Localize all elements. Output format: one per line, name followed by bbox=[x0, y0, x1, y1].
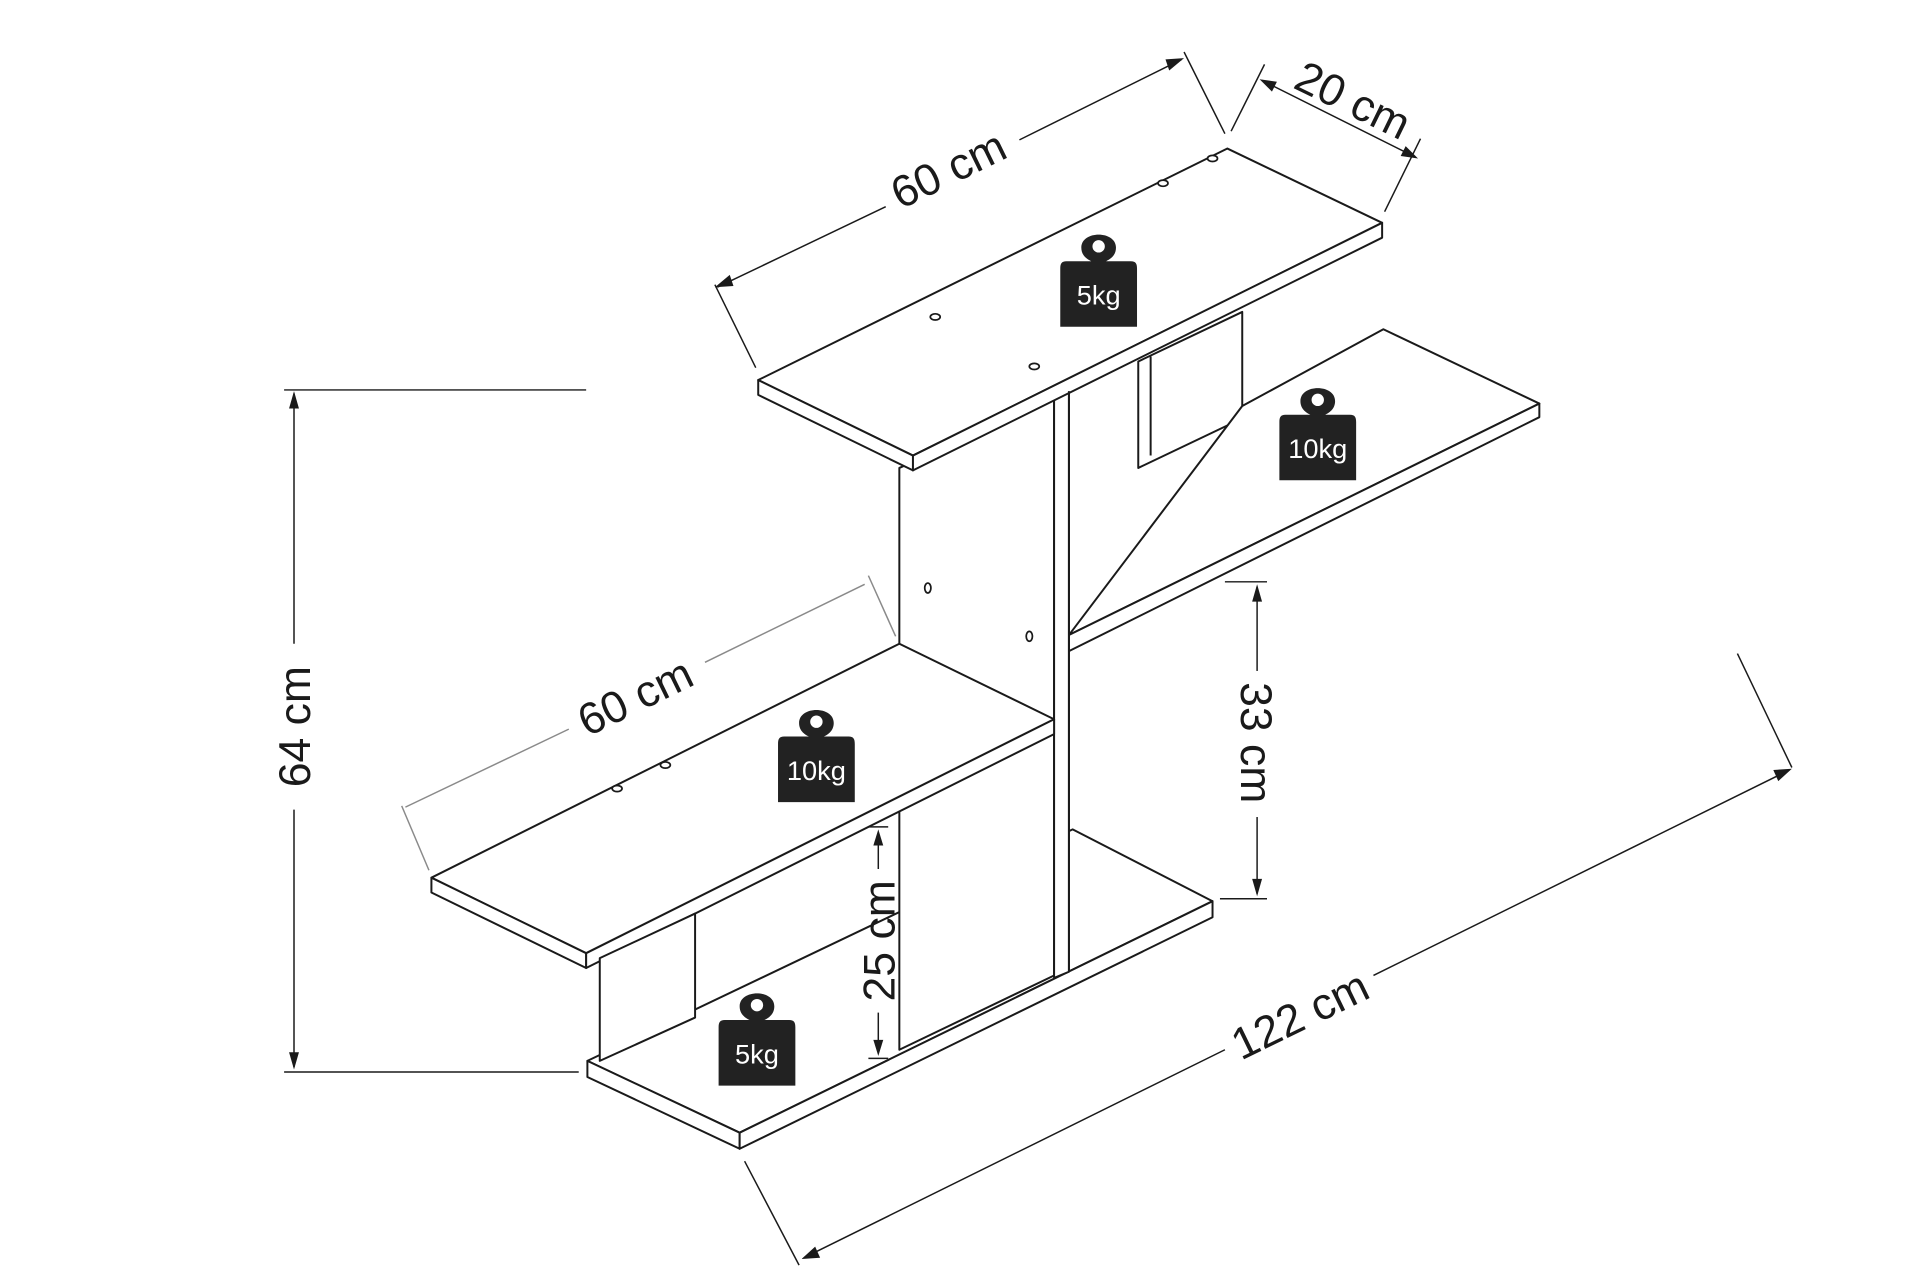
central-board-edge bbox=[1053, 390, 1070, 979]
arrowhead bbox=[1773, 768, 1792, 782]
arrowhead bbox=[1400, 146, 1419, 159]
screw-hole bbox=[611, 784, 623, 793]
dimension-line-middle-width bbox=[405, 728, 570, 808]
screw-hole bbox=[1025, 630, 1034, 643]
screw-holes bbox=[611, 154, 1219, 793]
dimension-lines bbox=[284, 51, 1793, 1266]
weight-label: 5kg bbox=[1077, 280, 1121, 311]
arrowhead bbox=[873, 829, 884, 846]
dimension-label-top-width: 60 cm bbox=[883, 122, 1014, 219]
arrowhead bbox=[801, 1246, 821, 1259]
dimension-label-left-gap: 25 cm bbox=[855, 880, 904, 1001]
arrowhead bbox=[1165, 58, 1185, 71]
dimension-label-total-width: 122 cm bbox=[1224, 962, 1377, 1070]
arrowhead bbox=[1252, 878, 1263, 897]
arrowhead bbox=[873, 1039, 884, 1056]
lower-left-block bbox=[598, 912, 697, 1062]
dimension-label-middle-width: 60 cm bbox=[570, 649, 701, 746]
weight-icon: 10kg bbox=[778, 709, 855, 803]
dimension-line-depth bbox=[1261, 79, 1416, 158]
dimension-line-total-width bbox=[803, 1049, 1226, 1259]
weight-label: 5kg bbox=[735, 1038, 779, 1069]
arrowhead bbox=[714, 274, 734, 288]
top-shelf-side bbox=[911, 221, 1384, 472]
dimension-line-top-width bbox=[717, 206, 887, 288]
weight-icon: 5kg bbox=[1060, 234, 1138, 327]
screw-hole bbox=[1028, 362, 1041, 371]
screw-hole bbox=[929, 312, 942, 321]
screw-hole bbox=[659, 761, 672, 769]
dimension-label-depth: 20 cm bbox=[1287, 52, 1418, 149]
extension-line bbox=[1230, 64, 1266, 132]
screw-hole bbox=[1206, 154, 1219, 163]
extension-line bbox=[1183, 51, 1226, 135]
dimension-line-total-width bbox=[1373, 769, 1790, 977]
dimension-label-right-gap: 33 cm bbox=[1231, 682, 1280, 803]
weight-icon: 10kg bbox=[1279, 388, 1357, 481]
extension-line bbox=[867, 575, 897, 637]
weight-label: 10kg bbox=[787, 755, 846, 786]
dimension-line-top-width bbox=[1019, 58, 1182, 141]
extension-line bbox=[1383, 138, 1422, 213]
arrowhead bbox=[1259, 79, 1277, 92]
dimension-line-middle-width bbox=[704, 583, 866, 663]
weight-icon: 5kg bbox=[718, 993, 796, 1086]
arrowheads bbox=[289, 58, 1792, 1259]
arrowhead bbox=[289, 1052, 299, 1070]
extension-line bbox=[714, 284, 757, 368]
screw-hole bbox=[1157, 179, 1169, 188]
dimension-label-height: 64 cm bbox=[271, 666, 320, 787]
extension-line bbox=[743, 1160, 800, 1266]
extension-line bbox=[401, 805, 430, 871]
arrowhead bbox=[1252, 584, 1263, 602]
middle-shelf-side bbox=[585, 718, 1056, 970]
weight-label: 10kg bbox=[1288, 433, 1347, 464]
arrowhead bbox=[289, 391, 299, 409]
extension-line bbox=[1736, 653, 1793, 768]
screw-hole bbox=[923, 582, 932, 594]
